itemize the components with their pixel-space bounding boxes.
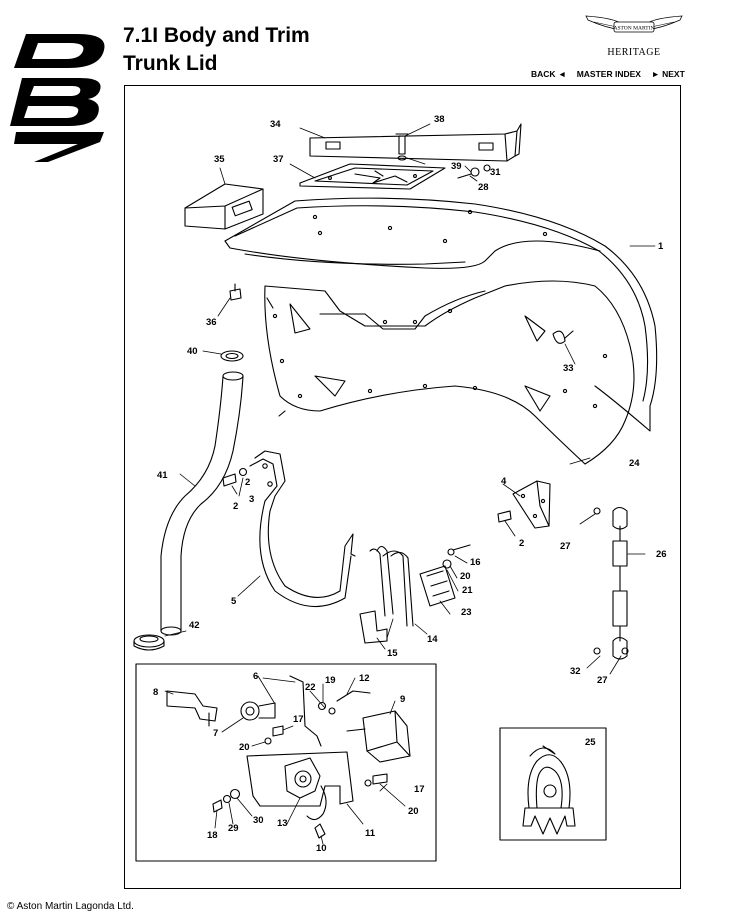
callout-40: 40 (187, 346, 198, 357)
callout-22: 22 (305, 682, 316, 693)
drain-hose-assembly (133, 350, 244, 651)
callout-13: 13 (277, 818, 288, 829)
blanking-plug (552, 330, 574, 344)
callout-1: 1 (658, 241, 664, 252)
copyright-footer: © Aston Martin Lagonda Ltd. (7, 901, 134, 912)
callout-32: 32 (570, 666, 581, 677)
callout-6: 6 (253, 671, 258, 682)
callout-37: 37 (273, 154, 284, 165)
callout-17: 17 (293, 714, 304, 725)
next-link[interactable]: ► NEXT (651, 69, 685, 79)
page-navigation: BACK ◄ MASTER INDEX ► NEXT (531, 69, 685, 79)
number-plate-plinth (309, 123, 522, 162)
callout-27: 27 (597, 675, 608, 686)
back-link[interactable]: BACK ◄ (531, 69, 567, 79)
callout-4: 4 (501, 476, 507, 487)
callout-21: 21 (462, 585, 473, 596)
brand-tagline: HERITAGE (607, 47, 661, 58)
callout-38: 38 (434, 114, 445, 125)
db7-logo (10, 34, 105, 162)
callout-12: 12 (359, 673, 370, 684)
master-index-link[interactable]: MASTER INDEX (576, 69, 641, 79)
callout-5: 5 (231, 596, 237, 607)
callout-29: 29 (228, 823, 239, 834)
callout-23: 23 (461, 607, 472, 618)
latch-detail-frame (135, 663, 437, 862)
release-cable-and-bracket (359, 544, 471, 644)
callout-30: 30 (253, 815, 264, 826)
trunk-hinge (222, 450, 356, 608)
callout-2: 2 (519, 538, 524, 549)
page-title: 7.1I Body and Trim Trunk Lid (123, 22, 310, 78)
exploded-parts-diagram: 1 2 2 2 3 4 5 6 7 8 9 10 11 12 13 14 15 … (124, 85, 681, 889)
callout-34: 34 (270, 119, 281, 130)
callout-15: 15 (387, 648, 398, 659)
callout-24: 24 (629, 458, 640, 469)
callout-7: 7 (213, 728, 218, 739)
aston-martin-brand: ASTON MARTIN HERITAGE (584, 10, 684, 58)
callout-16: 16 (470, 557, 481, 568)
callout-20: 20 (460, 571, 471, 582)
callout-20: 20 (408, 806, 419, 817)
callout-19: 19 (325, 675, 336, 686)
callout-25: 25 (585, 737, 596, 748)
leader-lines (164, 123, 656, 845)
callout-18: 18 (207, 830, 218, 841)
number-plate-lamp (184, 183, 264, 230)
trunk-lid-inner-panel (264, 280, 635, 465)
section-title: 7.1I Body and Trim (123, 24, 310, 47)
callout-2: 2 (245, 477, 250, 488)
callout-36: 36 (206, 317, 217, 328)
striker-bracket (497, 480, 551, 529)
callout-17: 17 (414, 784, 425, 795)
latch-mechanism (166, 675, 411, 839)
callout-labels: 1 2 2 2 3 4 5 6 7 8 9 10 11 12 13 14 15 … (153, 114, 667, 854)
aston-martin-wings-icon: ASTON MARTIN (585, 15, 683, 33)
callout-26: 26 (656, 549, 667, 560)
weatherstrip-seal-section (522, 745, 576, 835)
trunk-lid-outer-panel (224, 197, 658, 432)
callout-14: 14 (427, 634, 438, 645)
plate-mounting-bracket (299, 163, 446, 190)
callout-3: 3 (249, 494, 254, 505)
fasteners-upper (229, 133, 491, 301)
gas-strut (593, 506, 629, 660)
section-subtitle: Trunk Lid (123, 52, 218, 75)
callout-2: 2 (233, 501, 238, 512)
callout-33: 33 (563, 363, 574, 374)
callout-8: 8 (153, 687, 158, 698)
callout-41: 41 (157, 470, 168, 481)
seal-detail-frame (499, 727, 607, 841)
callout-20: 20 (239, 742, 250, 753)
callout-42: 42 (189, 620, 200, 631)
callout-10: 10 (316, 843, 327, 854)
callout-28: 28 (478, 182, 489, 193)
callout-11: 11 (365, 828, 376, 839)
callout-39: 39 (451, 161, 462, 172)
callout-27: 27 (560, 541, 571, 552)
callout-31: 31 (490, 167, 501, 178)
brand-badge-text: ASTON MARTIN (614, 26, 655, 32)
callout-35: 35 (214, 154, 225, 165)
callout-9: 9 (400, 694, 405, 705)
